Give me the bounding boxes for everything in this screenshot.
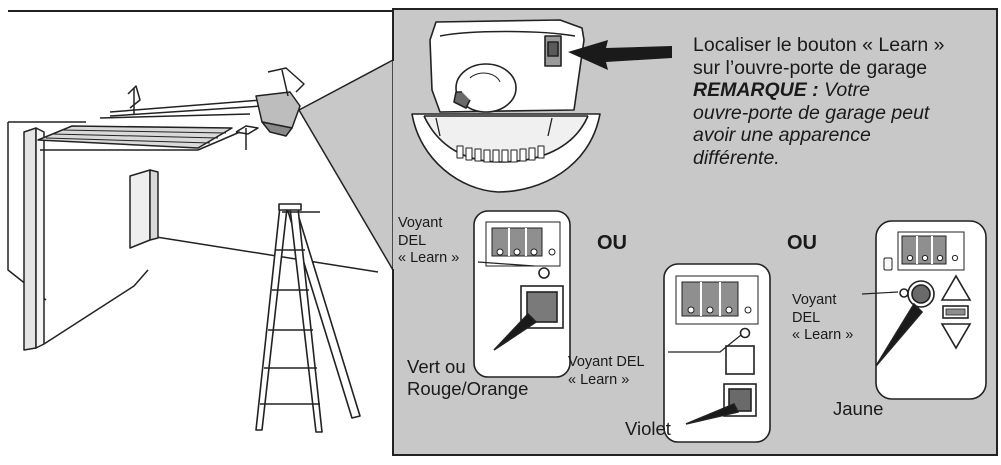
opener-closeup [411, 19, 601, 193]
panel-3-button-label: Jaune [833, 398, 884, 419]
note-text-4: différente. [693, 146, 780, 169]
panel-2-led [739, 327, 751, 339]
garage-scene [7, 67, 379, 433]
instruction-line-2: sur l’ouvre-porte de garage [693, 56, 928, 79]
panel-3-led-label: Voyant DEL « Learn » [792, 292, 854, 343]
note-text-1: Votre [824, 79, 870, 101]
panel-2 [663, 263, 771, 443]
panel-3 [861, 220, 987, 400]
panel-1-button-label: Vert ou Rouge/Orange [407, 356, 529, 399]
separator-2: OU [787, 232, 817, 254]
instruction-text: Localiser le bouton « Learn » sur l’ouvr… [693, 34, 945, 169]
note-text-2: ouvre-porte de garage peut [693, 101, 930, 124]
ladder [255, 203, 361, 433]
panel-1 [473, 210, 571, 378]
separator-1: OU [597, 232, 627, 254]
panel-2-button-label: Violet [625, 418, 671, 439]
note-label: REMARQUE : [693, 79, 819, 101]
panel-1-led-label: Voyant DEL « Learn » [398, 215, 460, 266]
pointer-arrow [568, 40, 672, 70]
instruction-line-1: Localiser le bouton « Learn » [693, 34, 945, 56]
down-arrow-icon [940, 323, 972, 350]
panel-3-led [899, 288, 909, 298]
panel-1-led [538, 267, 550, 279]
note-text-3: avoir une apparence [693, 124, 871, 146]
panel-2-led-label: Voyant DEL « Learn » [568, 354, 645, 388]
up-arrow-icon [940, 274, 972, 301]
